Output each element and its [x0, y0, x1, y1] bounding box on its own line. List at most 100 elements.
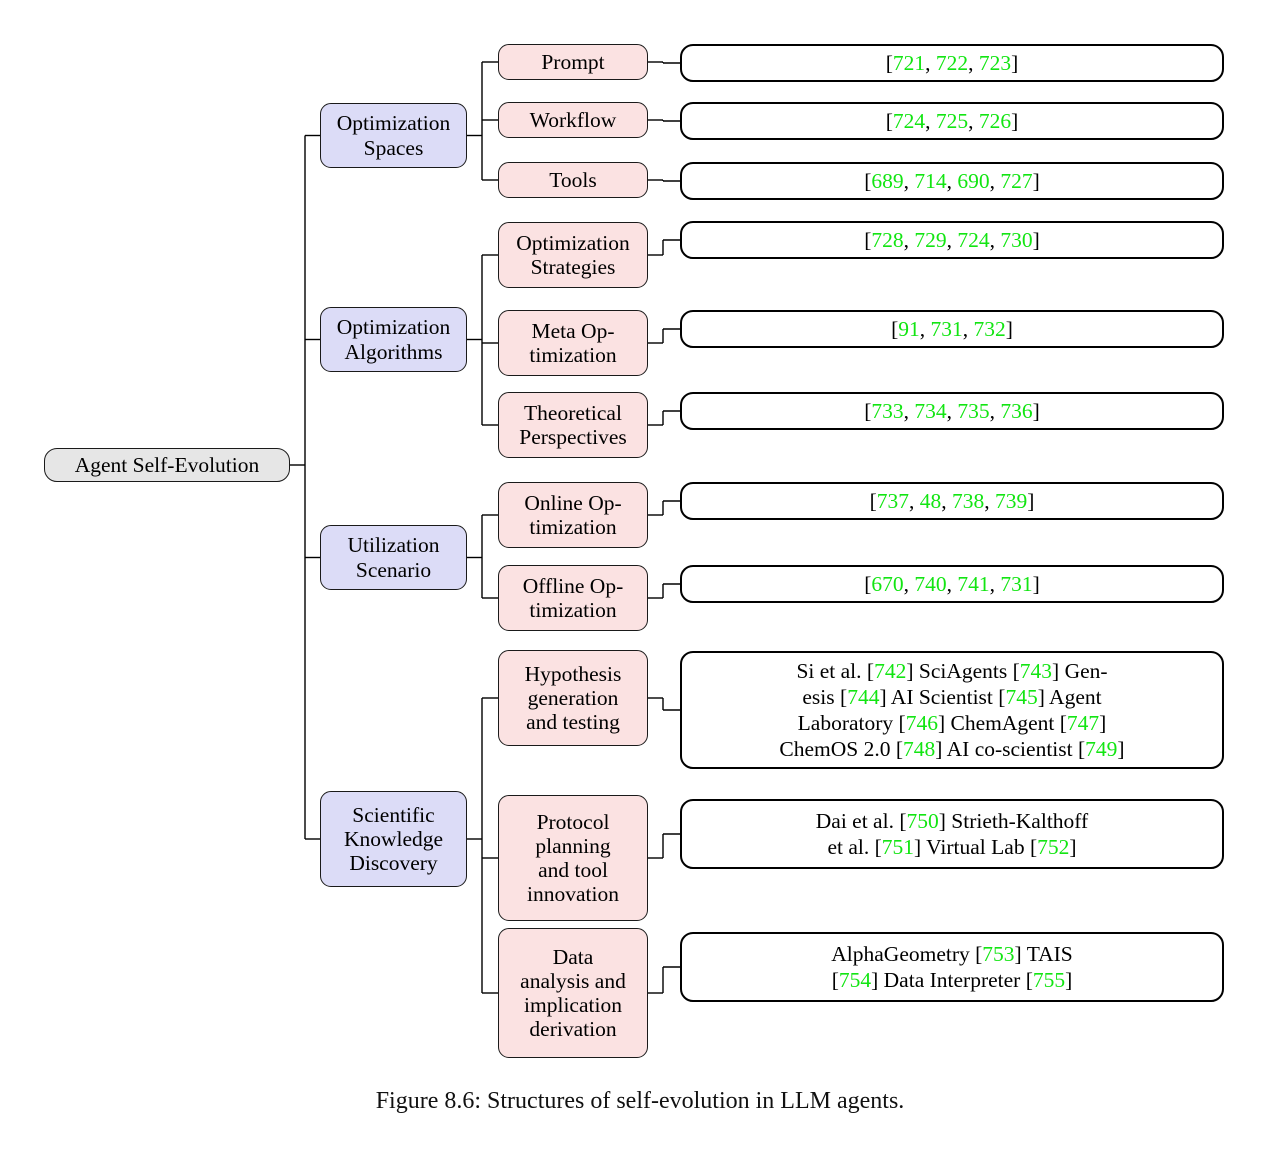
category-node-prompt-label: Prompt — [541, 49, 605, 74]
category-node-online-optimization[interactable]: Online Op-timization — [498, 482, 648, 548]
category-node-tools-label: Tools — [549, 167, 597, 192]
reference-text-span: , — [989, 168, 1001, 193]
reference-text-span: , — [903, 168, 915, 193]
reference-text-span: Dai et al. — [815, 808, 900, 833]
category-node-tools[interactable]: Tools — [498, 162, 648, 198]
reference-text-span: [ — [864, 398, 872, 423]
reference-text-span: Si et al. — [796, 658, 867, 683]
reference-text-span: , — [968, 108, 979, 133]
root-node-label: Agent Self-Evolution — [74, 452, 260, 477]
citation-number: 726 — [978, 108, 1012, 133]
reference-text-span: [ — [874, 835, 882, 859]
reference-text-span: , — [946, 227, 958, 252]
reference-box-optimization-strategies[interactable]: [728, 729, 724, 730] — [680, 221, 1224, 259]
reference-text: [91, 731, 732] — [692, 316, 1212, 342]
reference-text-span: ] — [1011, 108, 1019, 133]
reference-text-span: ] AI co-scientist [ — [935, 737, 1086, 762]
citation-number: 732 — [973, 316, 1006, 341]
reference-box-online-optimization[interactable]: [737, 48, 738, 739] — [680, 482, 1224, 520]
citation-number: 747 — [1066, 711, 1100, 735]
reference-text-span: , — [946, 571, 958, 596]
reference-text-span: [ — [866, 658, 875, 683]
reference-text-span: ] — [1099, 711, 1107, 735]
reference-text-span: ] AI Scientist [ — [879, 684, 1006, 709]
reference-text-span: , — [968, 50, 979, 75]
category-node-workflow-label: Workflow — [529, 107, 617, 132]
reference-box-prompt[interactable]: [721, 722, 723] — [680, 44, 1224, 82]
citation-number: 730 — [1000, 227, 1033, 252]
reference-text-span: , — [989, 227, 1001, 252]
citation-number: 690 — [957, 168, 990, 193]
reference-text-span: esis [ — [802, 684, 848, 709]
reference-text-span: ] — [1027, 488, 1035, 513]
reference-text-span: , — [903, 571, 915, 596]
category-node-offline-optimization-label: Offline Op-timization — [522, 573, 624, 622]
citation-number: 725 — [935, 108, 969, 133]
reference-box-workflow[interactable]: [724, 725, 726] — [680, 102, 1224, 140]
reference-text-span: , — [909, 488, 920, 513]
reference-text-span: ] — [1005, 316, 1013, 341]
citation-number: 727 — [1000, 168, 1033, 193]
reference-box-tools[interactable]: [689, 714, 690, 727] — [680, 162, 1224, 200]
reference-text-span: [ — [891, 316, 899, 341]
category-node-meta-optimization[interactable]: Meta Op-timization — [498, 310, 648, 376]
reference-text-span: , — [925, 50, 936, 75]
citation-number: 750 — [906, 808, 939, 833]
reference-box-hypothesis-generation-and-testing[interactable]: Si et al. [742] SciAgents [743] Gen-esis… — [680, 651, 1224, 769]
reference-text-span: [ — [831, 968, 839, 992]
citation-number: 754 — [838, 968, 872, 992]
reference-box-offline-optimization[interactable]: [670, 740, 741, 731] — [680, 565, 1224, 603]
reference-text-span: , — [903, 227, 915, 252]
citation-number: 755 — [1032, 968, 1066, 992]
citation-number: 753 — [982, 941, 1015, 966]
reference-text-span: ] ChemAgent [ — [937, 711, 1067, 735]
reference-text-span: [ — [885, 108, 893, 133]
reference-text-span: ] — [1032, 571, 1040, 596]
reference-text-span: Laboratory [ — [797, 711, 906, 735]
reference-text-span: ] Agent — [1037, 684, 1102, 709]
citation-number: 731 — [1000, 571, 1033, 596]
reference-text: [728, 729, 724, 730] — [692, 227, 1212, 253]
reference-text-span: [ — [864, 168, 872, 193]
reference-box-theoretical-perspectives[interactable]: [733, 734, 735, 736] — [680, 392, 1224, 430]
citation-number: 728 — [871, 227, 904, 252]
root-node-agent-self-evolution[interactable]: Agent Self-Evolution — [44, 448, 290, 482]
reference-text-span: [ — [885, 50, 893, 75]
citation-number: 733 — [871, 398, 904, 423]
reference-box-meta-optimization[interactable]: [91, 731, 732] — [680, 310, 1224, 348]
citation-number: 731 — [930, 316, 963, 341]
citation-number: 746 — [905, 711, 938, 735]
citation-number: 729 — [914, 227, 947, 252]
reference-box-data-analysis-and-implication-derivation[interactable]: AlphaGeometry [753] TAIS[754] Data Inter… — [680, 932, 1224, 1002]
citation-number: 751 — [881, 835, 915, 859]
citation-number: 742 — [874, 658, 907, 683]
category-node-offline-optimization[interactable]: Offline Op-timization — [498, 565, 648, 631]
category-node-meta-optimization-label: Meta Op-timization — [529, 318, 617, 367]
category-node-prompt[interactable]: Prompt — [498, 44, 648, 80]
citation-number: 689 — [871, 168, 904, 193]
reference-text-span: ChemOS 2.0 [ — [779, 737, 904, 762]
category-node-online-optimization-label: Online Op-timization — [524, 490, 622, 539]
reference-text-span: , — [962, 316, 974, 341]
citation-number: 722 — [935, 50, 969, 75]
category-node-workflow[interactable]: Workflow — [498, 102, 648, 138]
citation-number: 91 — [898, 316, 920, 341]
reference-text-span: [ — [864, 571, 872, 596]
